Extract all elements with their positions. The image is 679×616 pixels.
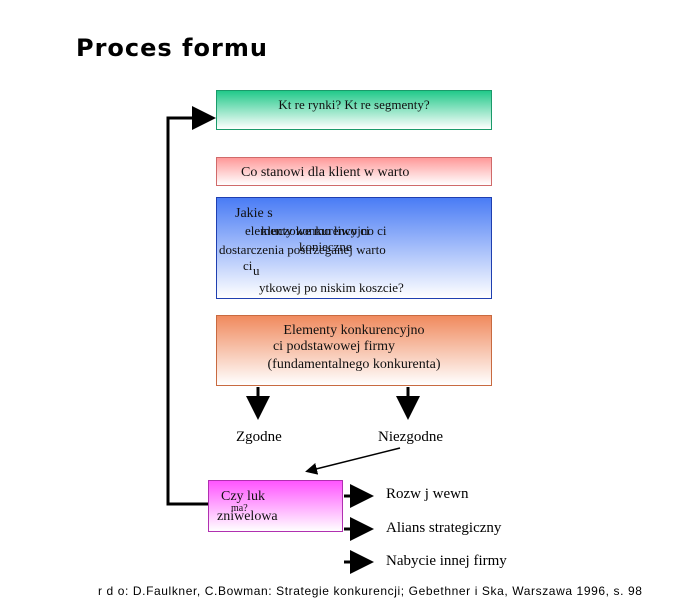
gap-line-3: ma? (231, 503, 248, 514)
competencies-line-5: konieczne (299, 239, 352, 254)
gap-line-2: zniwelowa (217, 509, 278, 524)
feedback-loop-arrow (166, 106, 216, 506)
customer-value-text: Co stanowi dla klient w warto (241, 165, 410, 180)
markets-segments-box: Kt re rynki? Kt re segmenty? (216, 90, 492, 130)
option-internal-development: Rozw j wewn (386, 486, 469, 502)
label-niezgodne: Niezgodne (378, 429, 443, 445)
competencies-line-8: ytkowej po niskim koszcie? (259, 280, 404, 295)
source-footnote: r d o: D.Faulkner, C.Bowman: Strategie k… (98, 584, 643, 598)
core-firm-line-2: ci podstawowej firmy (272, 339, 396, 354)
gap-line-1: Czy luk (221, 489, 265, 504)
core-firm-box: Elementy konkurencyjno ci podstawowej fi… (216, 315, 492, 386)
core-firm-line-1: Elementy konkurencyjno (283, 323, 425, 338)
gap-question-box: Czy luk zniwelowa ma? (208, 480, 343, 532)
slide-title: Proces formu (76, 34, 268, 62)
competencies-line-1: Jakie s (235, 206, 273, 221)
label-zgodne: Zgodne (236, 429, 282, 445)
competencies-line-3: kluczowe mo liwo ci (261, 223, 370, 238)
key-competencies-box: Jakie s elementy konkurencyjno ci kluczo… (216, 197, 492, 299)
competencies-line-2: elementy konkurencyjno ci (245, 223, 387, 238)
arrow-niezgodne-to-gap (305, 447, 401, 475)
competencies-line-7: ci (243, 258, 253, 273)
option-acquisition: Nabycie innej firmy (386, 553, 507, 569)
customer-value-box: Co stanowi dla klient w warto (216, 157, 492, 186)
markets-segments-text: Kt re rynki? Kt re segmenty? (278, 97, 430, 112)
competencies-line-4: dostarczenia postrzeganej warto (219, 242, 386, 257)
option-strategic-alliance: Alians strategiczny (386, 520, 502, 536)
core-firm-line-3: (fundamentalnego konkurenta) (267, 357, 441, 372)
competencies-line-6: u (253, 263, 260, 278)
